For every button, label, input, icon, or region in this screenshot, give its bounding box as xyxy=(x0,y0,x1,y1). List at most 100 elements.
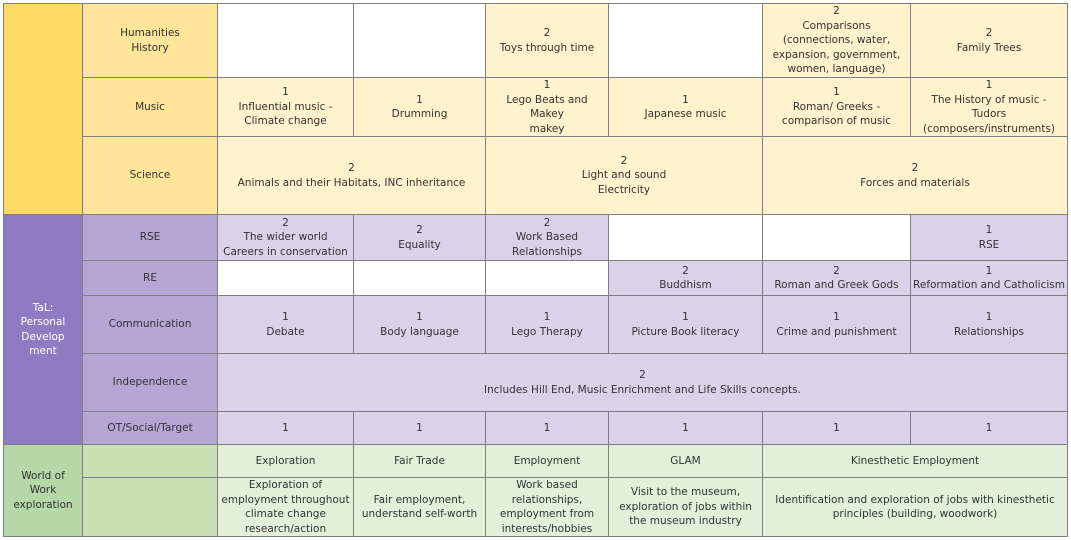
cell-line: Careers in conservation xyxy=(223,245,348,258)
ot-cell-6: 1 xyxy=(910,411,1068,445)
row-label-science: Science xyxy=(82,136,218,215)
ot-cell-4: 1 xyxy=(608,411,763,445)
wow-desc-4: Visit to the museum,exploration of jobs … xyxy=(608,477,763,537)
cell-line: 1 xyxy=(985,264,993,277)
cell-line: 1 xyxy=(416,93,423,106)
cell-line: Toys through time xyxy=(499,41,595,54)
cell-line: exploration xyxy=(13,498,73,511)
cell-line: Reformation and Catholicism xyxy=(913,279,1065,291)
cell-line: 1 xyxy=(985,421,993,434)
cell-line: Work based xyxy=(516,479,578,491)
rse-cell-4 xyxy=(608,214,763,261)
cell-line: The History of music - Tudors xyxy=(931,93,1047,121)
cell-line: Picture Book literacy xyxy=(631,325,740,338)
cell-line: 2 xyxy=(833,5,840,18)
cell-line: Kinesthetic Employment xyxy=(850,454,980,467)
cell-line: GLAM xyxy=(670,454,701,467)
cell-line: Includes Hill End, Music Enrichment and … xyxy=(484,383,801,396)
cell-line: Develop xyxy=(21,330,65,343)
wow-desc-2: Fair employment, understand self-worth xyxy=(353,477,486,537)
cell-line: 2 xyxy=(911,162,919,174)
cell-line: Light and sound xyxy=(581,169,667,182)
cell-line: Communication xyxy=(108,318,192,331)
cell-line: OT/Social/Target xyxy=(107,421,193,434)
cell-line: Debate xyxy=(266,325,305,338)
cell-line: exploration of jobs within xyxy=(619,500,752,513)
cell-line: Identification and exploration of jobs w… xyxy=(775,493,1055,506)
cell-line: Climate change xyxy=(244,115,327,128)
cell-line: Influential music - xyxy=(238,100,333,113)
cell-line: 1 xyxy=(833,86,840,99)
cell-line: 2 xyxy=(282,216,289,229)
cell-line: Electricity xyxy=(597,183,651,196)
cell-line: 1 xyxy=(416,311,423,323)
cell-line: 1 xyxy=(682,421,689,434)
cell-line: Exploration of xyxy=(248,479,323,491)
cell-line: Science xyxy=(129,169,171,182)
cell-line: 1 xyxy=(543,79,551,91)
cell-line: Drumming xyxy=(391,108,448,120)
ot-cell-3: 1 xyxy=(485,411,609,445)
cell-line: employment from xyxy=(499,508,595,520)
cell-line: the museum industry xyxy=(629,515,742,528)
cell-line: (connections, water, xyxy=(782,34,891,47)
wow-title-4: GLAM xyxy=(608,444,763,478)
cell-line: expansion, government, xyxy=(772,48,901,61)
cell-line: Comparisons xyxy=(802,19,871,32)
wow-title-3: Employment xyxy=(485,444,609,478)
cell-line: Fair employment, xyxy=(373,493,466,506)
cell-line: Music xyxy=(135,100,165,113)
cell-line: understand self-worth xyxy=(361,508,478,520)
cell-line: Independence xyxy=(112,376,188,389)
cell-line: 2 xyxy=(416,224,423,236)
row-label-rse: RSE xyxy=(82,214,218,261)
cell-line: principles (building, woodwork) xyxy=(832,508,998,520)
row-label-independence: Independence xyxy=(82,353,218,412)
cell-line: Work Based xyxy=(515,231,579,244)
humanities-cell-1 xyxy=(217,3,354,78)
wow-title-label xyxy=(82,444,218,478)
cell-line: 1 xyxy=(985,311,993,323)
cell-line: 1 xyxy=(985,79,993,91)
cell-line: TaL: xyxy=(32,301,54,314)
cell-line: 1 xyxy=(282,311,289,323)
cell-line: 2 xyxy=(620,154,628,167)
humanities-group-cell xyxy=(3,3,83,215)
cell-line: comparison of music xyxy=(781,115,892,128)
cell-line: 1 xyxy=(543,421,551,434)
cell-line: 1 xyxy=(833,311,840,323)
cell-line: 1 xyxy=(682,311,689,323)
cell-line: 1 xyxy=(985,224,993,236)
cell-line: 1 xyxy=(282,86,289,99)
wow-desc-56: Identification and exploration of jobs w… xyxy=(762,477,1068,537)
cell-line: Personal xyxy=(20,316,66,328)
wow-title-56: Kinesthetic Employment xyxy=(762,444,1068,478)
row-label-communication: Communication xyxy=(82,295,218,354)
cell-line: RSE xyxy=(978,238,1000,251)
cell-line: RE xyxy=(143,271,157,284)
cell-line: Crime and punishment xyxy=(776,325,897,338)
cell-line: 1 xyxy=(682,93,689,106)
cell-line: interests/hobbies xyxy=(501,522,593,535)
cell-line: employment throughout xyxy=(221,493,350,506)
